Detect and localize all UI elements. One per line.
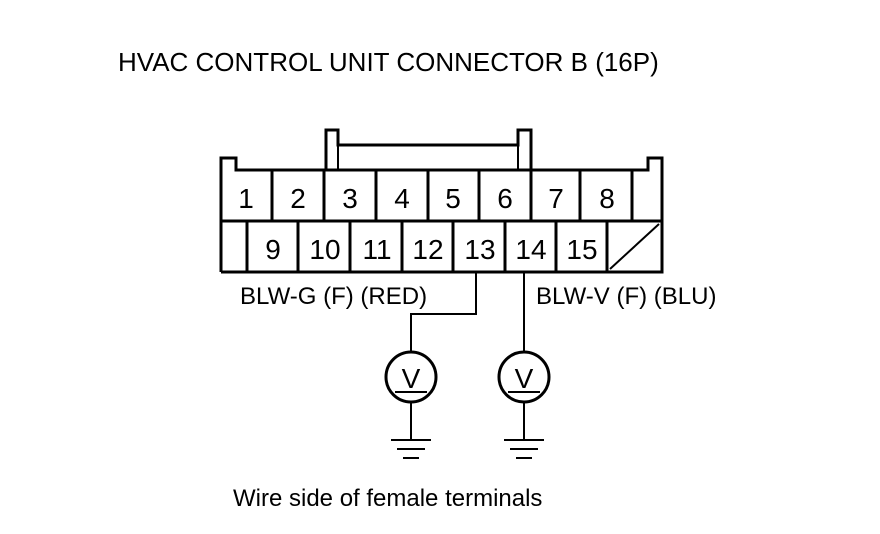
pin-12: 12 [412, 234, 443, 265]
top-row-pins: 1 2 3 4 5 6 7 8 [238, 183, 615, 214]
pin-1: 1 [238, 183, 254, 214]
ground-icon [391, 439, 431, 459]
pin-8: 8 [599, 183, 615, 214]
connector-housing [219, 128, 664, 274]
pin-15: 15 [566, 234, 597, 265]
pin-14: 14 [515, 234, 546, 265]
pin-3: 3 [342, 183, 358, 214]
diagram-caption: Wire side of female terminals [233, 485, 542, 512]
pin-6: 6 [497, 183, 513, 214]
ground-icon [504, 439, 544, 459]
pin-2: 2 [290, 183, 306, 214]
probe-lead-left [410, 272, 477, 352]
voltmeter-icon: V [497, 350, 551, 440]
wire-label-left: BLW-G (F) (RED) [240, 283, 427, 310]
voltmeter-right-symbol: V [515, 363, 534, 394]
pin-4: 4 [394, 183, 410, 214]
voltmeter-icon: V [384, 350, 438, 440]
pin-11: 11 [362, 234, 391, 265]
blank-cavity-mark [609, 223, 660, 270]
wire-label-right: BLW-V (F) (BLU) [536, 283, 716, 310]
pin-5: 5 [445, 183, 461, 214]
pin-13: 13 [464, 234, 495, 265]
pin-7: 7 [548, 183, 564, 214]
pin-10: 10 [309, 234, 340, 265]
voltmeter-left-symbol: V [402, 363, 421, 394]
bottom-row-pins: 9 10 11 12 13 14 15 [265, 234, 597, 265]
diagram-title: HVAC CONTROL UNIT CONNECTOR B (16P) [118, 47, 659, 77]
pin-9: 9 [265, 234, 281, 265]
